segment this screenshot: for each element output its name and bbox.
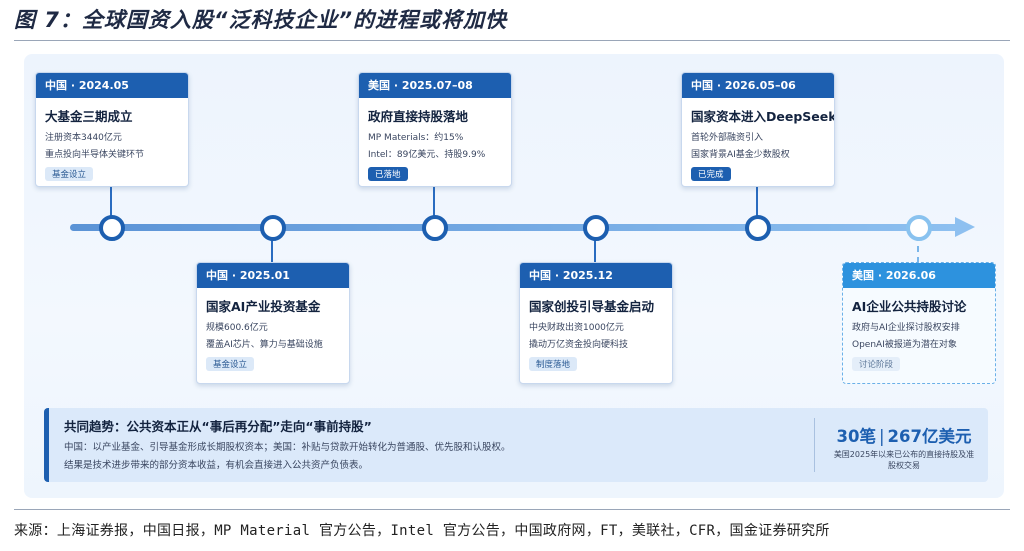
timeline-node-1 xyxy=(99,215,125,241)
card-title: 政府直接持股落地 xyxy=(368,109,469,124)
event-card-2: 中国 · 2025.01 国家AI产业投资基金 规模600.6亿元 覆盖AI芯片… xyxy=(196,262,350,384)
event-card-5: 中国 · 2026.05–06 国家资本进入DeepSeek 首轮外部融资引入 … xyxy=(681,72,835,187)
status-badge: 基金设立 xyxy=(45,167,94,181)
timeline-node-2 xyxy=(260,215,286,241)
card-title: AI企业公共持股讨论 xyxy=(852,299,967,314)
timeline-node-4 xyxy=(583,215,609,241)
stem-5 xyxy=(756,186,758,217)
card-header: 中国 · 2024.05 xyxy=(36,73,188,98)
status-badge: 基金设立 xyxy=(206,357,255,371)
event-card-1: 中国 · 2024.05 大基金三期成立 注册资本3440亿元 重点投向半导体关… xyxy=(35,72,189,187)
card-detail: 中央财政出资1000亿元 xyxy=(529,323,624,333)
trend-title: 共同趋势：公共资本正从“事后再分配”走向“事前持股” xyxy=(64,419,372,434)
card-detail: 规模600.6亿元 xyxy=(206,323,268,333)
card-title: 国家创投引导基金启动 xyxy=(529,299,655,314)
card-detail: 重点投向半导体关键环节 xyxy=(45,150,145,160)
card-detail: Intel：89亿美元、持股9.9% xyxy=(368,150,486,160)
card-detail: 覆盖AI芯片、算力与基础设施 xyxy=(206,340,323,350)
stem-2 xyxy=(271,235,273,263)
trend-accent-bar xyxy=(44,408,49,482)
timeline-node-5 xyxy=(745,215,771,241)
card-detail: MP Materials：约15% xyxy=(368,133,464,143)
card-header: 美国 · 2026.06 xyxy=(843,263,995,288)
timeline-node-6 xyxy=(906,215,932,241)
trend-stat: 30笔|267亿美元 xyxy=(830,423,978,447)
timeline-axis xyxy=(70,224,960,231)
card-detail: 首轮外部融资引入 xyxy=(691,133,764,143)
card-header: 中国 · 2025.01 xyxy=(197,263,349,288)
stat-note: 美国2025年以来已公布的直接持股及准股权交易 xyxy=(833,450,975,470)
card-detail: 撬动万亿资金投向硬科技 xyxy=(529,340,629,350)
title-divider xyxy=(14,40,1010,41)
source-note: 来源：上海证券报，中国日报，MP Material 官方公告，Intel 官方公… xyxy=(14,523,830,539)
status-badge: 已完成 xyxy=(691,167,731,181)
trend-divider xyxy=(814,418,815,472)
card-detail: OpenAI被报道为潜在对象 xyxy=(852,340,957,350)
card-header: 中国 · 2026.05–06 xyxy=(682,73,834,98)
trend-summary: 共同趋势：公共资本正从“事后再分配”走向“事前持股” 中国：以产业基金、引导基金… xyxy=(44,408,988,482)
card-title: 国家AI产业投资基金 xyxy=(206,299,321,314)
card-title: 大基金三期成立 xyxy=(45,109,133,124)
timeline-node-3 xyxy=(422,215,448,241)
status-badge: 已落地 xyxy=(368,167,408,181)
card-header: 中国 · 2025.12 xyxy=(520,263,672,288)
card-detail: 政府与AI企业探讨股权安排 xyxy=(852,323,960,333)
stat-count: 30笔 xyxy=(836,427,876,446)
card-detail: 国家背景AI基金少数股权 xyxy=(691,150,790,160)
stem-1 xyxy=(110,186,112,217)
stat-separator: | xyxy=(878,427,885,446)
source-divider xyxy=(14,509,1010,510)
stat-amount: 267亿美元 xyxy=(887,427,972,446)
stem-4 xyxy=(594,235,596,263)
card-detail: 注册资本3440亿元 xyxy=(45,133,122,143)
event-card-6: 美国 · 2026.06 AI企业公共持股讨论 政府与AI企业探讨股权安排 Op… xyxy=(842,262,996,384)
stem-6 xyxy=(917,235,919,263)
timeline-arrow-icon xyxy=(955,217,975,237)
status-badge: 制度落地 xyxy=(529,357,578,371)
event-card-4: 中国 · 2025.12 国家创投引导基金启动 中央财政出资1000亿元 撬动万… xyxy=(519,262,673,384)
figure-title: 图 7：全球国资入股“泛科技企业”的进程或将加快 xyxy=(14,8,507,32)
trend-detail: 中国：以产业基金、引导基金形成长期股权资本；美国：补贴与贷款开始转化为普通股、优… xyxy=(64,442,511,453)
card-title: 国家资本进入DeepSeek xyxy=(691,109,835,124)
event-card-3: 美国 · 2025.07–08 政府直接持股落地 MP Materials：约1… xyxy=(358,72,512,187)
stem-3 xyxy=(433,186,435,217)
status-badge: 讨论阶段 xyxy=(852,357,901,371)
trend-detail: 结果是技术进步带来的部分资本收益，有机会直接进入公共资产负债表。 xyxy=(64,460,369,471)
card-header: 美国 · 2025.07–08 xyxy=(359,73,511,98)
